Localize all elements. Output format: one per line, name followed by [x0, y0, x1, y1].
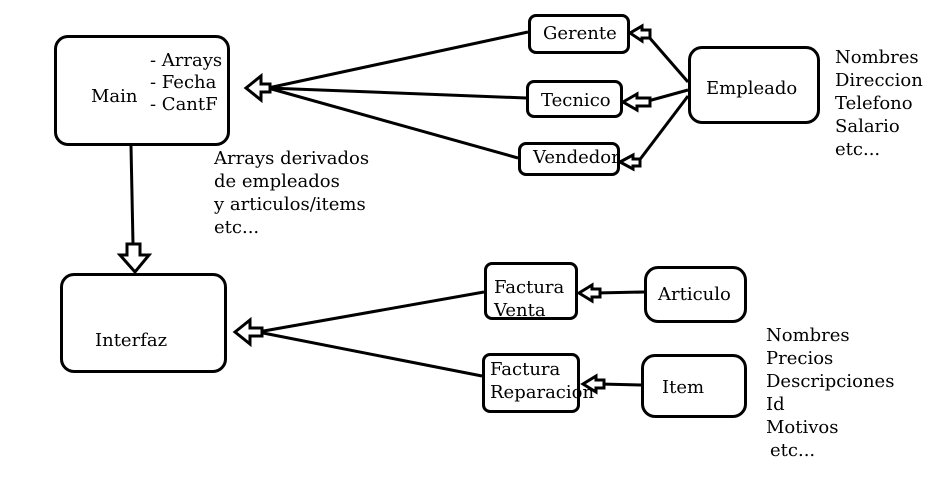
main-attribute: - CantF [150, 94, 218, 115]
tecnico-class-label: Tecnico [541, 90, 611, 111]
connector-main-interfaz [129, 145, 135, 245]
note-line: y articulos/items [214, 194, 366, 215]
gerente-class-box[interactable] [528, 14, 630, 54]
main-attribute: - Fecha [150, 72, 217, 93]
note-line: Nombres [835, 47, 919, 68]
arrowhead-gerente [627, 23, 652, 44]
connector-empleado-vendedor [636, 95, 690, 163]
note-line: etc... [835, 139, 881, 160]
note-line: etc... [214, 217, 260, 238]
main-arrays-note: Arrays derivados de empleados y articulo… [214, 147, 369, 239]
arrowhead-vendedor [616, 152, 642, 172]
connector-empleado-tecnico [647, 88, 689, 103]
connector-empleado-gerente [646, 35, 690, 83]
arrowhead-main [243, 72, 272, 104]
arrowhead-tecnico [619, 91, 652, 113]
connector-articulo-facturaventa [595, 290, 645, 295]
note-line: Descripciones [766, 371, 895, 392]
note-line: etc... [770, 440, 816, 461]
note-line: Motivos [766, 417, 839, 438]
gerente-class-label: Gerente [543, 23, 617, 44]
factura-venta-class-label: Factura Venta [494, 276, 564, 322]
connector-facturaventa-interfaz [257, 290, 485, 334]
label-line: Reparacion [490, 382, 595, 403]
item-class-label: Item [662, 377, 705, 398]
main-attributes: - Arrays - Fecha - CantF [150, 50, 222, 116]
label-line: Venta [494, 300, 546, 321]
interfaz-class-box[interactable] [60, 273, 227, 373]
articulo-class-label: Articulo [658, 284, 731, 305]
note-line: Salario [835, 116, 900, 137]
main-class-box[interactable] [54, 35, 230, 146]
factura-reparacion-class-box[interactable] [482, 353, 580, 413]
note-line: Telefono [835, 93, 913, 114]
arrowhead-facturareparacion [580, 373, 606, 395]
connector-vendedor-main [267, 86, 519, 160]
note-line: Id [766, 394, 785, 415]
empleado-class-box[interactable] [688, 46, 820, 124]
connector-item-facturareparacion [599, 382, 642, 387]
label-line: Factura [490, 359, 561, 380]
note-line: Nombres [766, 325, 850, 346]
note-line: de empleados [214, 171, 340, 192]
factura-venta-class-box[interactable] [484, 262, 578, 320]
articulo-class-box[interactable] [644, 266, 747, 323]
note-line: Precios [766, 348, 834, 369]
vendedor-class-label: Vendedor [533, 147, 620, 168]
arrowhead-interfaz-left [232, 316, 264, 348]
empleado-fields-note: Nombres Direccion Telefono Salario etc..… [835, 46, 923, 161]
connector-tecnico-main [267, 86, 527, 100]
connector-facturareparacion-interfaz [257, 330, 483, 378]
tecnico-class-box[interactable] [526, 80, 623, 118]
empleado-class-label: Empleado [706, 78, 798, 99]
factura-reparacion-class-label: Factura Reparacion [490, 358, 594, 404]
interfaz-class-label: Interfaz [95, 330, 168, 351]
arrowhead-interfaz [116, 242, 153, 275]
arrowhead-facturaventa [576, 282, 602, 304]
label-line: Factura [494, 277, 565, 298]
connector-gerente-main [267, 30, 529, 90]
vendedor-class-box[interactable] [518, 142, 620, 176]
item-fields-note: Nombres Precios Descripciones Id Motivos… [766, 324, 894, 462]
note-line: Direccion [835, 70, 923, 91]
note-line: Arrays derivados [214, 148, 370, 169]
item-class-box[interactable] [641, 354, 747, 418]
main-attribute: - Arrays [150, 50, 223, 71]
main-class-label: Main [91, 86, 138, 107]
